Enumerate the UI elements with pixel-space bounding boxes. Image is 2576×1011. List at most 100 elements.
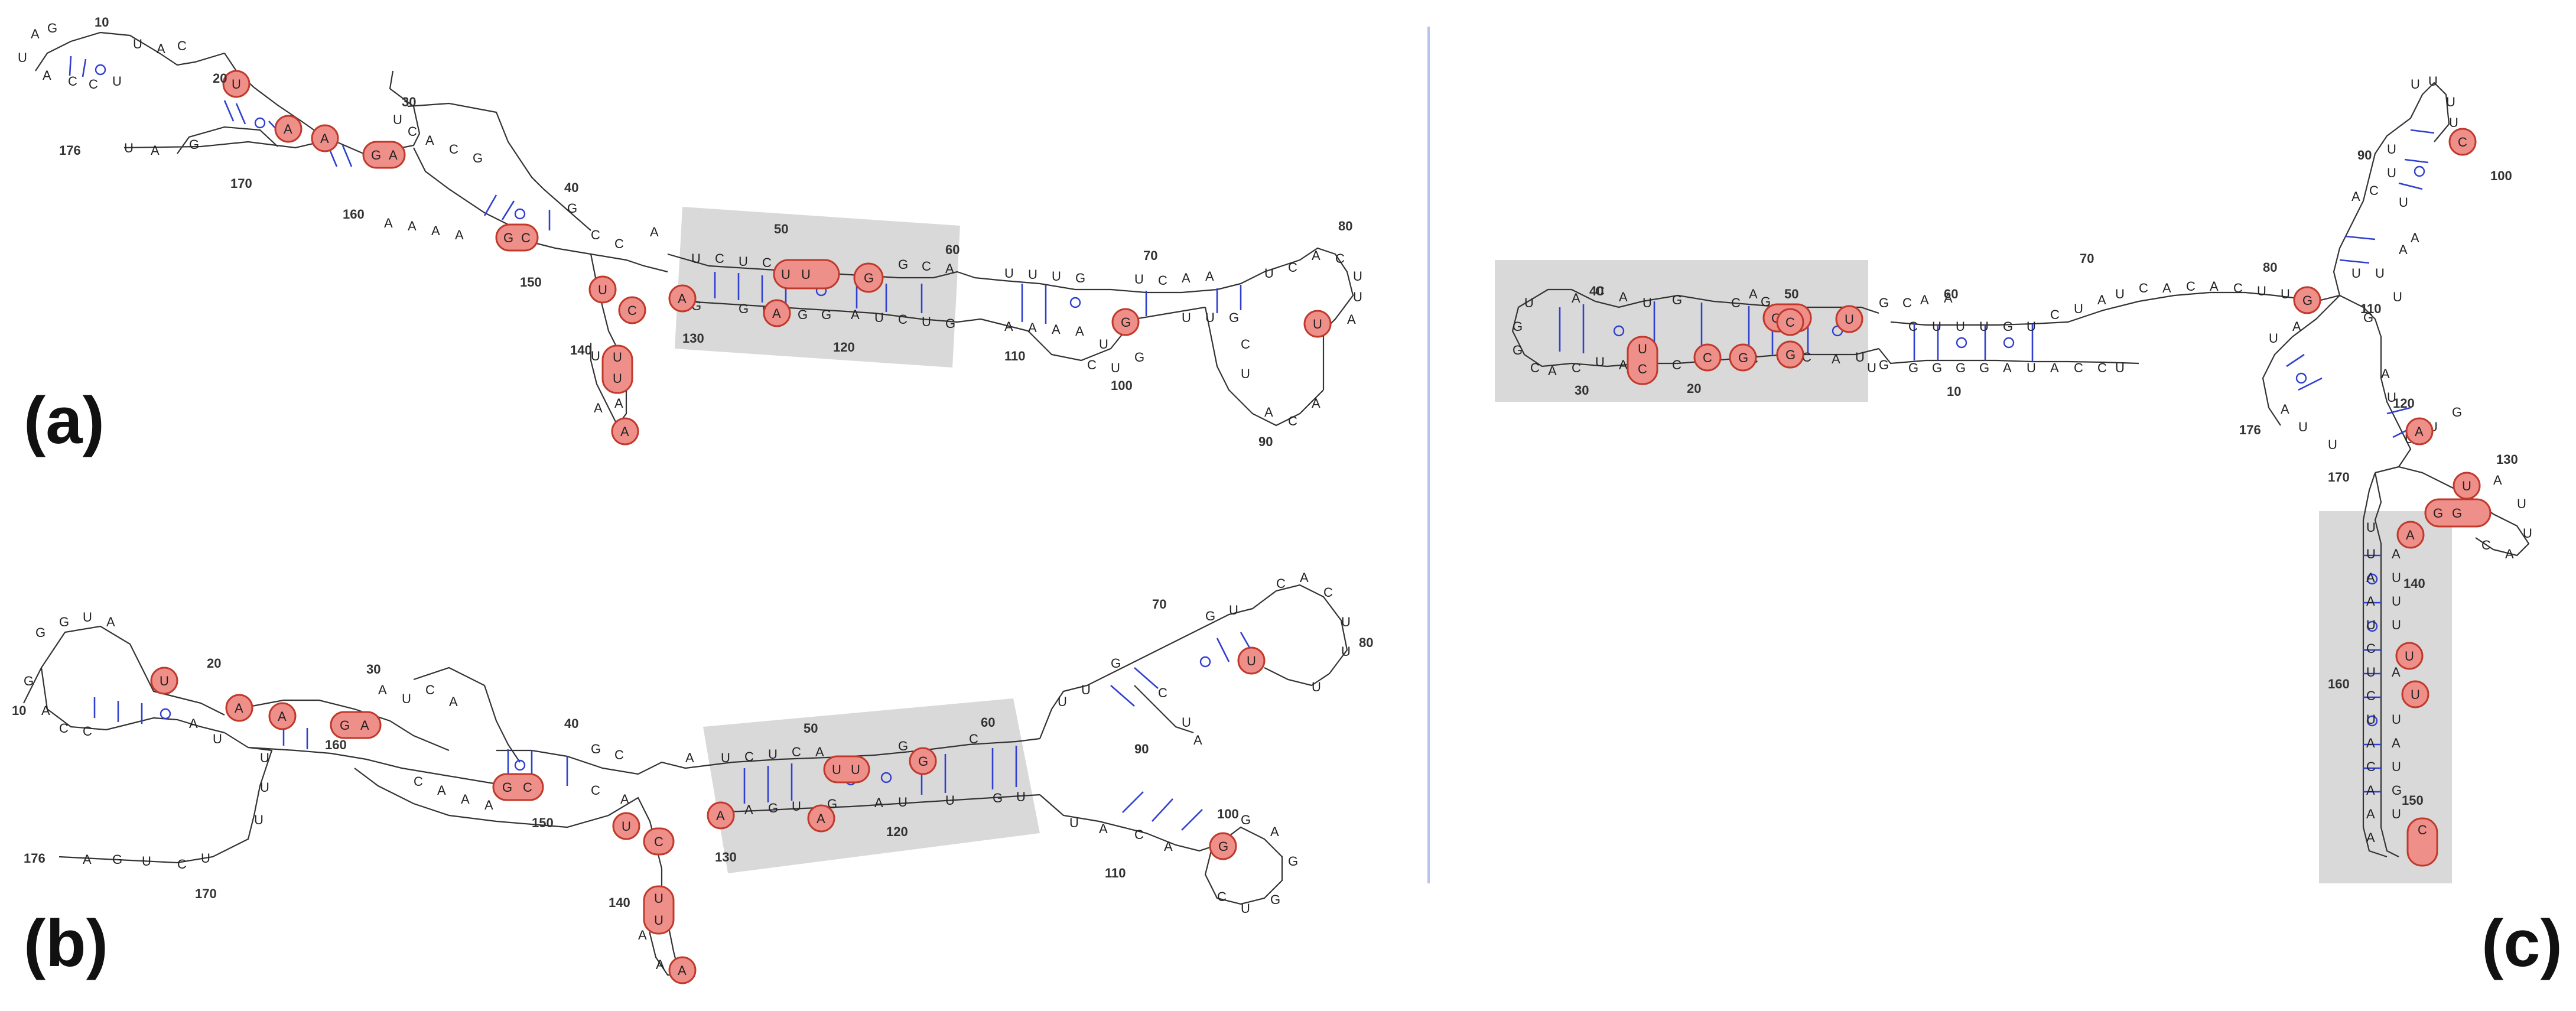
panel-c: UG GC AA CA CU AU GC AG CC AC AU GC AA U… — [1495, 74, 2562, 980]
svg-text:C: C — [425, 682, 435, 697]
svg-text:C: C — [2481, 538, 2491, 552]
svg-text:C: C — [89, 77, 98, 92]
svg-text:160: 160 — [343, 207, 365, 222]
svg-text:U: U — [2269, 331, 2278, 346]
svg-text:C: C — [1134, 827, 1144, 842]
svg-text:20: 20 — [1687, 381, 1701, 396]
svg-text:A: A — [2392, 736, 2401, 750]
svg-text:C: C — [68, 74, 77, 89]
svg-text:170: 170 — [230, 176, 252, 191]
svg-text:120: 120 — [833, 340, 855, 355]
panel-b-hl-nt-10: U — [654, 891, 663, 906]
svg-text:A: A — [1347, 312, 1356, 327]
svg-text:A: A — [1920, 292, 1929, 307]
svg-text:C: C — [1217, 889, 1227, 904]
svg-text:A: A — [2351, 189, 2360, 204]
panel-c-hl-nt-2: C — [1638, 362, 1647, 376]
svg-text:U: U — [2428, 74, 2438, 89]
svg-text:C: C — [1802, 350, 1811, 365]
svg-text:U: U — [1081, 682, 1091, 697]
svg-text:C: C — [1572, 360, 1581, 375]
svg-text:C: C — [1241, 337, 1250, 352]
svg-text:60: 60 — [981, 715, 995, 730]
svg-text:U: U — [2115, 287, 2125, 301]
panel-b-hl-nt-2: A — [235, 701, 243, 716]
svg-text:U: U — [2411, 77, 2420, 92]
svg-text:U: U — [254, 812, 264, 827]
svg-text:C: C — [408, 124, 417, 139]
panel-a-hl-nt-14: U — [801, 267, 811, 282]
svg-text:U: U — [2027, 319, 2036, 334]
svg-text:A: A — [461, 792, 470, 807]
svg-text:G: G — [59, 615, 69, 629]
svg-text:120: 120 — [2393, 396, 2415, 411]
svg-text:U: U — [2392, 759, 2401, 774]
svg-text:140: 140 — [2403, 576, 2425, 591]
svg-text:U: U — [2523, 526, 2532, 541]
svg-text:80: 80 — [1338, 219, 1352, 233]
svg-text:C: C — [2050, 307, 2060, 322]
svg-text:110: 110 — [2360, 301, 2382, 316]
panel-c-hl-nt-15: G — [2433, 506, 2443, 521]
svg-text:U: U — [1341, 615, 1351, 629]
svg-text:G: G — [1205, 609, 1215, 623]
svg-text:U: U — [2366, 520, 2376, 535]
svg-text:130: 130 — [682, 331, 704, 346]
panel-a-hl-nt-1: U — [232, 77, 241, 92]
svg-text:A: A — [1028, 320, 1037, 335]
svg-text:C: C — [591, 783, 600, 798]
svg-text:A: A — [2366, 783, 2375, 798]
svg-text:C: C — [792, 745, 801, 759]
svg-text:U: U — [2387, 142, 2396, 157]
svg-text:A: A — [431, 223, 440, 238]
svg-text:A: A — [2097, 292, 2106, 307]
svg-text:A: A — [2292, 319, 2301, 334]
svg-text:G: G — [473, 151, 483, 165]
panel-b-hl-nt-18: G — [1218, 839, 1228, 854]
svg-text:C: C — [2366, 688, 2376, 703]
svg-text:150: 150 — [520, 275, 542, 290]
svg-text:C: C — [1731, 295, 1741, 310]
svg-text:U: U — [2366, 712, 2376, 727]
svg-text:U: U — [945, 793, 955, 808]
svg-text:U: U — [1052, 269, 1061, 284]
svg-text:90: 90 — [2357, 148, 2372, 162]
svg-text:U: U — [2375, 266, 2385, 281]
panel-a-position-numbers: 10 20 30 40 50 60 70 80 90 100 110 120 1… — [59, 15, 1352, 449]
svg-text:A: A — [408, 219, 417, 233]
svg-text:70: 70 — [2080, 251, 2094, 266]
svg-text:C: C — [922, 259, 931, 274]
svg-text:A: A — [41, 703, 50, 718]
svg-text:30: 30 — [366, 662, 380, 677]
svg-text:U: U — [1205, 310, 1215, 325]
svg-text:U: U — [922, 314, 931, 329]
svg-text:G: G — [1270, 892, 1280, 907]
svg-text:100: 100 — [2490, 168, 2512, 183]
svg-text:A: A — [189, 716, 198, 731]
svg-text:A: A — [43, 68, 51, 83]
svg-text:A: A — [2366, 736, 2375, 750]
svg-text:U: U — [201, 851, 210, 866]
svg-text:C: C — [591, 227, 600, 242]
svg-text:A: A — [1075, 324, 1084, 339]
svg-text:A: A — [874, 795, 883, 810]
svg-text:G: G — [1956, 360, 1966, 375]
svg-text:A: A — [2505, 547, 2514, 561]
svg-text:C: C — [1908, 319, 1918, 334]
svg-text:A: A — [1264, 405, 1273, 420]
panel-c-gu-pairs — [1613, 165, 2425, 727]
svg-text:A: A — [2399, 242, 2408, 257]
svg-text:U: U — [792, 799, 801, 814]
svg-text:A: A — [638, 928, 647, 942]
svg-text:C: C — [2366, 759, 2376, 774]
svg-text:A: A — [1312, 248, 1320, 263]
svg-text:U: U — [1312, 680, 1321, 694]
svg-text:U: U — [2387, 165, 2396, 180]
svg-text:90: 90 — [1258, 434, 1273, 449]
svg-text:A: A — [2366, 594, 2375, 609]
svg-text:U: U — [898, 795, 908, 810]
svg-text:G: G — [1134, 350, 1144, 365]
svg-text:A: A — [437, 783, 446, 798]
